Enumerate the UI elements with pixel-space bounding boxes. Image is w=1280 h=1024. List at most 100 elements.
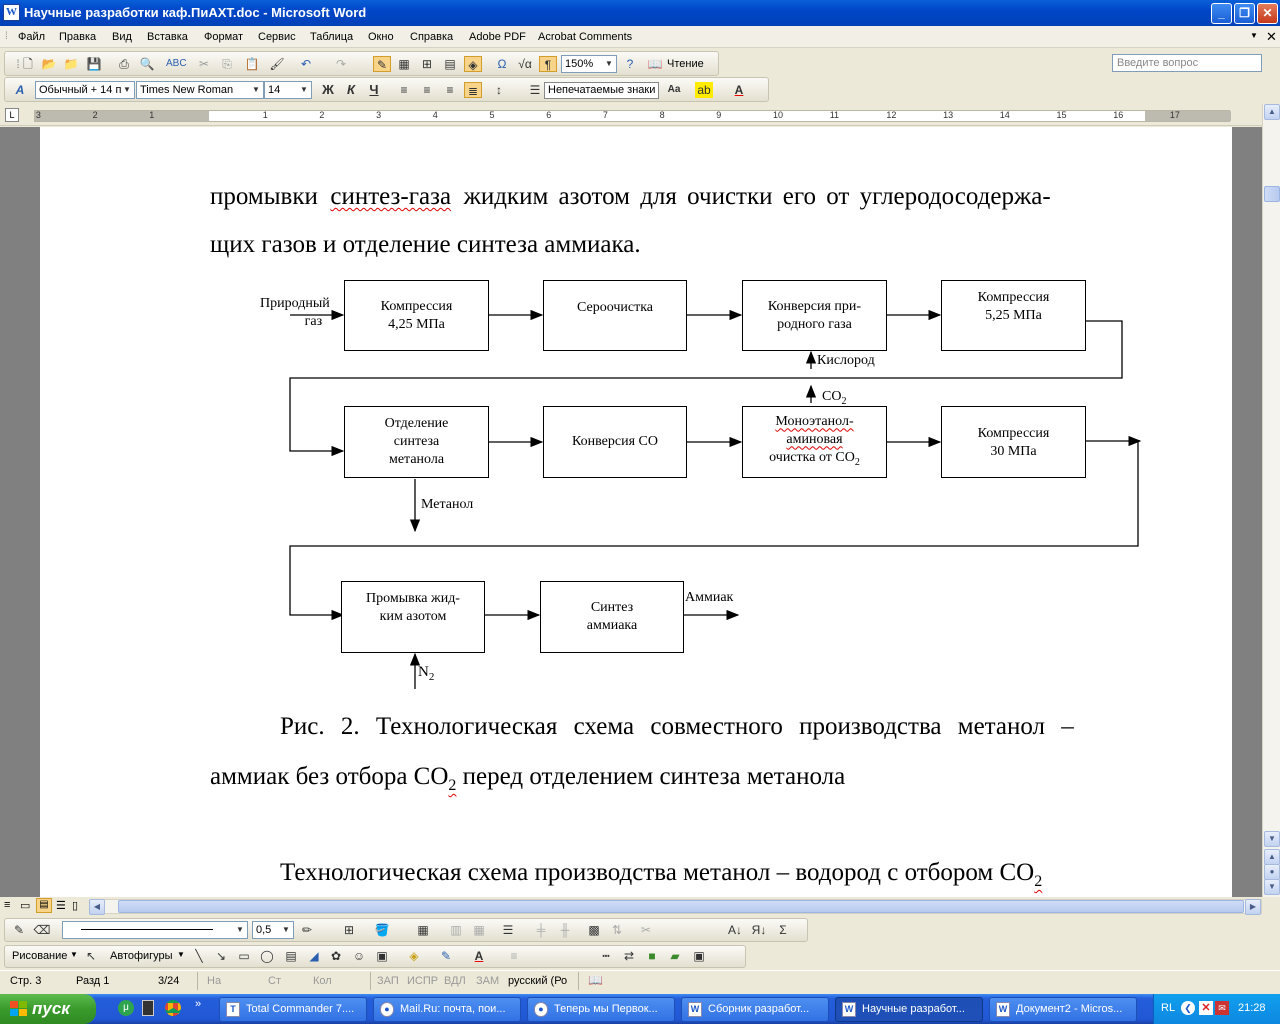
- quicklaunch-device-icon[interactable]: [142, 1000, 154, 1016]
- char-scale-icon[interactable]: Aa: [667, 84, 681, 95]
- menu-view[interactable]: Вид: [112, 31, 132, 43]
- reading-view-icon[interactable]: ▯: [72, 900, 79, 912]
- tray-app-icon[interactable]: ✉: [1215, 1001, 1229, 1015]
- border-color-icon[interactable]: ✏: [301, 923, 313, 937]
- tables-borders-icon[interactable]: ▦: [398, 57, 410, 71]
- sort-descending-icon[interactable]: Я↓: [751, 923, 767, 937]
- oval-tool-icon[interactable]: ◯: [260, 949, 274, 963]
- close-document-icon[interactable]: ✕: [1266, 29, 1277, 44]
- line-style-dropdown-icon[interactable]: ▼: [236, 925, 244, 934]
- show-hide-marks-icon[interactable]: ¶: [539, 56, 557, 72]
- tray-back-icon[interactable]: ❮: [1181, 1001, 1195, 1015]
- quicklaunch-utorrent-icon[interactable]: μ: [118, 1000, 134, 1016]
- style-select[interactable]: Обычный + 14 п▼: [35, 81, 135, 99]
- distribute-cols-icon[interactable]: ╫: [560, 923, 570, 937]
- dash-style-icon[interactable]: ┅: [602, 949, 610, 963]
- rectangle-tool-icon[interactable]: ▭: [238, 949, 250, 963]
- print-icon[interactable]: ⎙: [119, 57, 129, 71]
- insert-hyperlink-icon[interactable]: ✎: [373, 56, 391, 72]
- ask-question-input[interactable]: Введите вопрос: [1112, 54, 1262, 72]
- nonprinting-marks-button[interactable]: Непечатаемые знаки: [544, 82, 660, 99]
- menu-tools[interactable]: Сервис: [258, 31, 296, 43]
- line-color-icon[interactable]: ✎: [440, 949, 452, 963]
- numbering-icon[interactable]: ☰: [529, 83, 541, 97]
- insert-picture-icon[interactable]: ▣: [376, 949, 388, 963]
- font-select[interactable]: Times New Roman▼: [136, 81, 264, 99]
- merge-cells-icon[interactable]: ▥: [450, 923, 462, 937]
- justify-icon[interactable]: ≣: [464, 82, 482, 98]
- next-page-button[interactable]: ▼: [1264, 879, 1280, 895]
- drawing-dropdown-icon[interactable]: ▼: [70, 950, 78, 959]
- autoshapes-menu-button[interactable]: Автофигуры: [110, 950, 173, 962]
- vertical-scroll-thumb[interactable]: [1264, 186, 1280, 202]
- quicklaunch-more-icon[interactable]: »: [195, 998, 202, 1010]
- split-cells-icon[interactable]: ▦: [473, 923, 485, 937]
- clipart-icon[interactable]: ☺: [352, 949, 366, 963]
- font-dropdown-icon[interactable]: ▼: [252, 85, 260, 94]
- web-view-icon[interactable]: ▭: [20, 900, 31, 912]
- menu-adobe-pdf[interactable]: Adobe PDF: [469, 31, 526, 43]
- wordart-icon[interactable]: ◢: [309, 949, 319, 963]
- insert-table-2-icon[interactable]: ▦: [417, 923, 429, 937]
- scroll-down-button[interactable]: ▼: [1264, 831, 1280, 847]
- italic-button[interactable]: К: [347, 82, 355, 97]
- help-icon[interactable]: ?: [626, 57, 634, 71]
- font-size-select[interactable]: 14▼: [264, 81, 312, 99]
- tab-selector[interactable]: L: [5, 108, 19, 122]
- menu-table[interactable]: Таблица: [310, 31, 354, 43]
- format-painter-icon[interactable]: 🖌: [269, 57, 285, 71]
- diagram-tool-icon[interactable]: ✿: [330, 949, 342, 963]
- underline-button[interactable]: Ч: [369, 82, 379, 97]
- drawing-toggle-icon[interactable]: ◈: [464, 56, 482, 72]
- menu-help[interactable]: Справка: [410, 31, 454, 43]
- menu-format[interactable]: Формат: [204, 31, 244, 43]
- autoshapes-dropdown-icon[interactable]: ▼: [177, 950, 185, 959]
- autosum-icon[interactable]: Σ: [779, 923, 787, 937]
- zoom-select[interactable]: 150%▼: [561, 55, 617, 73]
- status-record[interactable]: ЗАП: [377, 975, 399, 987]
- new-document-icon[interactable]: 🗋: [23, 57, 33, 71]
- paste-icon[interactable]: 📋: [244, 57, 260, 71]
- close-button[interactable]: ✕: [1257, 3, 1278, 24]
- align-right-icon[interactable]: ≡: [446, 83, 454, 97]
- line-weight-select[interactable]: 0,5▼: [252, 921, 294, 939]
- menu-edit[interactable]: Правка: [59, 31, 97, 43]
- line-style-select[interactable]: ▼: [62, 921, 248, 939]
- menu-insert[interactable]: Вставка: [147, 31, 188, 43]
- status-language[interactable]: русский (Ро: [508, 975, 568, 987]
- align-cell-icon[interactable]: ☰: [502, 923, 514, 937]
- select-browse-object-button[interactable]: ●: [1264, 864, 1280, 880]
- eraser-icon[interactable]: ⌫: [33, 923, 51, 937]
- 3d-style-icon[interactable]: ▰: [670, 949, 680, 963]
- borders-icon[interactable]: ⊞: [343, 923, 355, 937]
- font-color-icon[interactable]: A: [734, 83, 744, 97]
- read-button[interactable]: Чтение: [667, 58, 704, 70]
- ask-dropdown-icon[interactable]: ▼: [1250, 31, 1258, 40]
- insert-table-icon[interactable]: ⊞: [421, 57, 433, 71]
- shadow-style-icon[interactable]: ■: [648, 949, 656, 963]
- zoom-dropdown-icon[interactable]: ▼: [605, 59, 613, 68]
- horizontal-scroll-thumb[interactable]: [118, 900, 1244, 913]
- draw-font-color-icon[interactable]: A: [474, 949, 484, 963]
- menu-file[interactable]: Файл: [18, 31, 46, 43]
- scroll-right-button[interactable]: ▶: [1245, 899, 1261, 915]
- quicklaunch-chrome-icon[interactable]: [165, 1000, 181, 1016]
- normal-view-icon[interactable]: ≡: [4, 899, 11, 911]
- draw-table-icon[interactable]: ✎: [13, 923, 25, 937]
- save-icon[interactable]: 💾: [86, 57, 102, 71]
- spelling-icon[interactable]: ABC: [166, 58, 187, 69]
- permission-icon[interactable]: 📁: [63, 57, 79, 71]
- status-overtype[interactable]: ЗАМ: [476, 975, 500, 987]
- insert-symbol-icon[interactable]: Ω: [497, 57, 507, 71]
- arrow-tool-icon[interactable]: ↘: [215, 949, 227, 963]
- text-direction-icon[interactable]: ⇅: [611, 923, 623, 937]
- align-center-icon[interactable]: ≡: [423, 83, 431, 97]
- sort-ascending-icon[interactable]: A↓: [727, 923, 742, 937]
- scroll-left-button[interactable]: ◀: [89, 899, 105, 915]
- status-extend[interactable]: ВДЛ: [444, 975, 466, 987]
- align-left-icon[interactable]: ≡: [400, 83, 408, 97]
